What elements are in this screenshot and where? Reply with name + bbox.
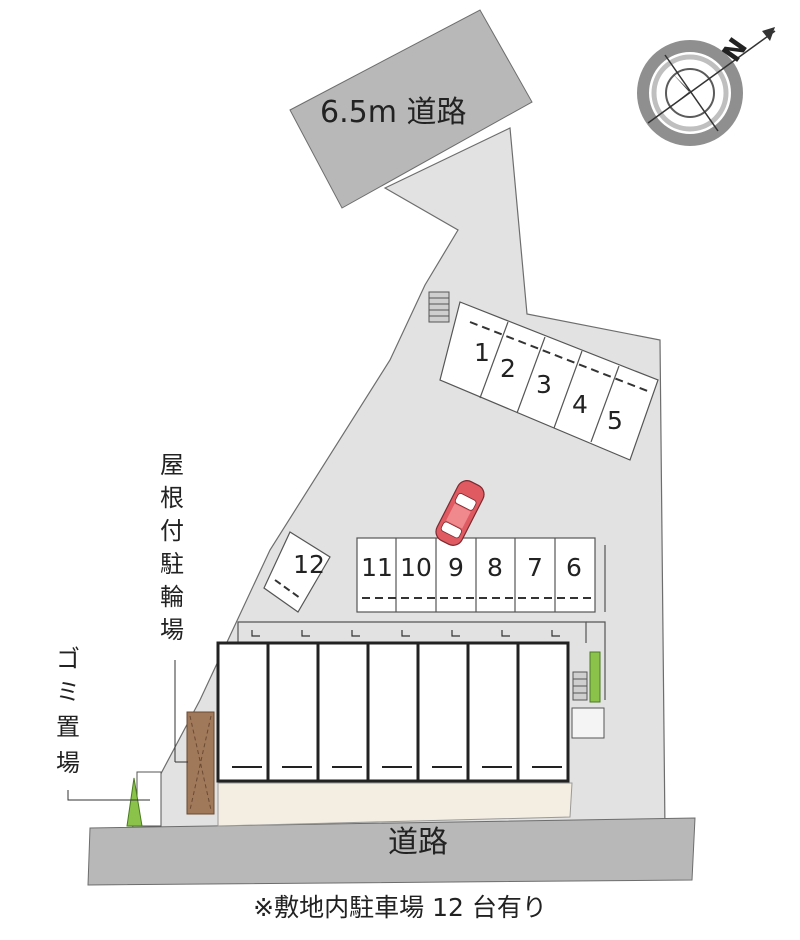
parking-space-1: 1 [474,338,490,367]
svg-text:場: 場 [56,749,80,777]
svg-text:屋: 屋 [160,451,184,479]
garbage-area-label: ゴ ミ 置 場 [56,645,80,777]
parking-row-upper [439,301,659,461]
svg-text:根: 根 [160,484,184,512]
parking-space-10: 10 [400,553,432,582]
bicycle-parking-label: 屋 根 付 駐 輪 場 [160,451,184,644]
garbage-area [126,771,162,827]
svg-text:駐: 駐 [160,550,184,578]
planter-east [589,651,601,703]
parking-space-2: 2 [500,354,516,383]
entry-step [571,707,605,739]
building [216,641,570,783]
parking-space-9: 9 [448,553,464,582]
parking-space-8: 8 [487,553,503,582]
parking-space-4: 4 [572,390,588,419]
svg-text:付: 付 [160,517,184,545]
stairs-north [428,291,450,323]
svg-text:ゴ: ゴ [56,645,80,673]
svg-text:ミ: ミ [56,678,80,706]
parking-space-7: 7 [527,553,543,582]
south-road: 道路 [87,817,696,886]
stairs-east [572,671,588,701]
north-road: 6.5m 道路 [289,9,533,209]
parking-space-12-box [263,531,331,613]
car-icon [435,480,485,546]
parking-row-lower [356,537,606,613]
parking-note: ※敷地内駐車場 12 台有り [253,893,547,922]
north-road-label: 6.5m 道路 [320,95,466,130]
garden-strip [217,782,573,827]
garbage-area-leader [67,790,150,801]
bicycle-parking-roof [186,711,215,815]
parking-space-3: 3 [536,370,552,399]
svg-text:置: 置 [56,713,80,741]
parking-space-5: 5 [607,406,623,435]
entrance-doors [251,630,560,637]
svg-text:輪: 輪 [160,583,184,611]
compass-icon: N [637,27,776,146]
parking-space-12: 12 [293,550,325,579]
south-road-label: 道路 [388,825,448,860]
parking-space-6: 6 [566,553,582,582]
svg-text:場: 場 [160,616,184,644]
parking-space-11: 11 [361,553,393,582]
